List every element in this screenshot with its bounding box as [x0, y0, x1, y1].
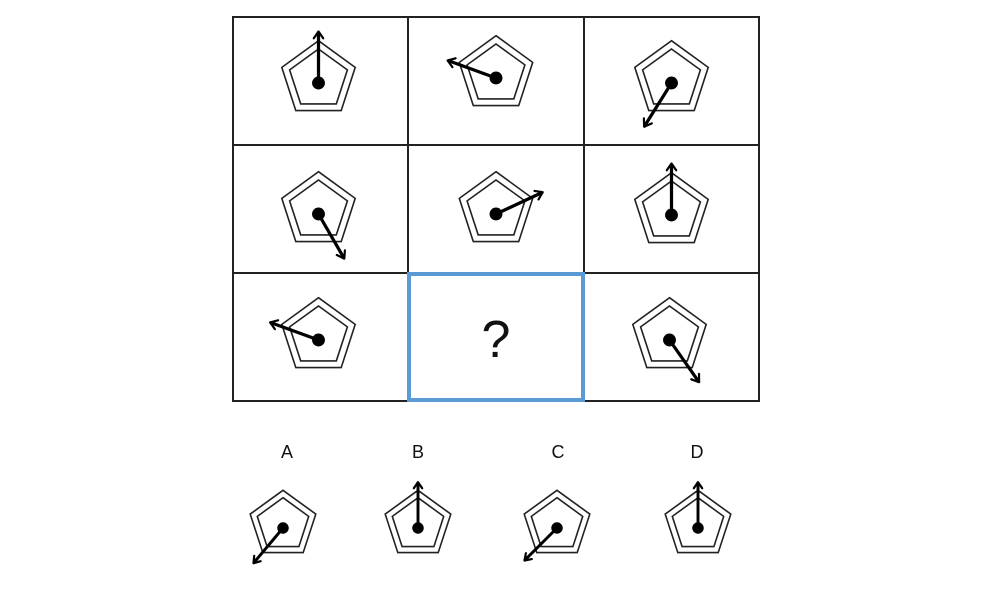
arrow-head	[269, 319, 280, 331]
grid-cell-1-2	[446, 34, 534, 107]
arrow-head	[252, 554, 262, 565]
outer-pentagon	[631, 296, 708, 369]
inner-pentagon	[288, 305, 349, 362]
outer-pentagon	[664, 489, 732, 554]
inner-pentagon	[641, 180, 702, 237]
center-dot	[312, 76, 325, 90]
arrow-head	[692, 481, 704, 490]
grid-cell-1-1	[280, 30, 357, 112]
grid-cell-2-2	[458, 170, 544, 243]
inner-pentagon	[466, 43, 526, 100]
grid-cell-2-3	[633, 162, 710, 244]
outer-pentagon	[280, 170, 357, 243]
option-b-figure	[384, 481, 452, 554]
outer-pentagon	[280, 296, 357, 369]
arrow-head	[412, 481, 424, 490]
inner-pentagon	[256, 496, 310, 548]
arrow-head	[642, 117, 653, 128]
outer-pentagon	[384, 489, 452, 554]
arrow-head	[335, 249, 346, 260]
inner-pentagon	[288, 179, 349, 236]
arrow-shaft	[252, 527, 285, 565]
inner-pentagon	[288, 48, 349, 105]
outer-pentagon	[249, 489, 317, 554]
answer-slot-highlight	[407, 272, 585, 402]
arrow-head	[690, 372, 701, 384]
center-dot	[277, 522, 289, 534]
center-dot	[665, 208, 678, 222]
inner-pentagon	[391, 496, 445, 548]
center-dot	[312, 207, 325, 221]
outer-pentagon	[458, 34, 534, 107]
option-d-label: D	[690, 442, 704, 462]
center-dot	[412, 522, 424, 534]
option-c-label: C	[551, 442, 565, 462]
center-dot	[551, 522, 563, 534]
inner-pentagon	[641, 48, 702, 105]
outer-pentagon	[458, 170, 534, 243]
arrow-shaft	[523, 526, 559, 562]
option-d-figure	[664, 481, 732, 554]
question-mark: ?	[482, 311, 511, 369]
inner-pentagon	[639, 305, 700, 362]
arrow-shaft	[642, 82, 673, 128]
arrow-head	[665, 162, 678, 172]
center-dot	[489, 71, 503, 85]
outer-pentagon	[280, 39, 357, 112]
option-c-figure	[523, 489, 591, 562]
arrow-shaft	[269, 320, 320, 342]
grid-cell-2-1	[280, 170, 357, 260]
arrow-head	[312, 30, 325, 40]
arrow-shaft	[317, 213, 346, 260]
option-a-label: A	[280, 442, 293, 462]
inner-pentagon	[466, 179, 526, 236]
center-dot	[663, 333, 676, 347]
grid-cell-1-3	[633, 39, 710, 128]
option-a-figure	[249, 489, 317, 565]
center-dot	[692, 522, 704, 534]
outer-pentagon	[633, 171, 710, 244]
arrow-shaft	[668, 339, 701, 384]
inner-pentagon	[530, 496, 584, 548]
center-dot	[665, 76, 678, 90]
arrow-shaft	[495, 190, 544, 216]
outer-pentagon	[633, 39, 710, 112]
arrow-head	[446, 57, 457, 69]
inner-pentagon	[671, 496, 725, 548]
option-b-label: B	[411, 442, 424, 462]
grid-cell-3-3	[631, 296, 708, 384]
arrow-head	[523, 552, 533, 562]
arrow-head	[533, 189, 544, 201]
center-dot	[312, 333, 325, 347]
grid-cell-3-1	[269, 296, 357, 369]
center-dot	[489, 207, 503, 221]
arrow-shaft	[447, 58, 497, 80]
outer-pentagon	[523, 489, 591, 554]
